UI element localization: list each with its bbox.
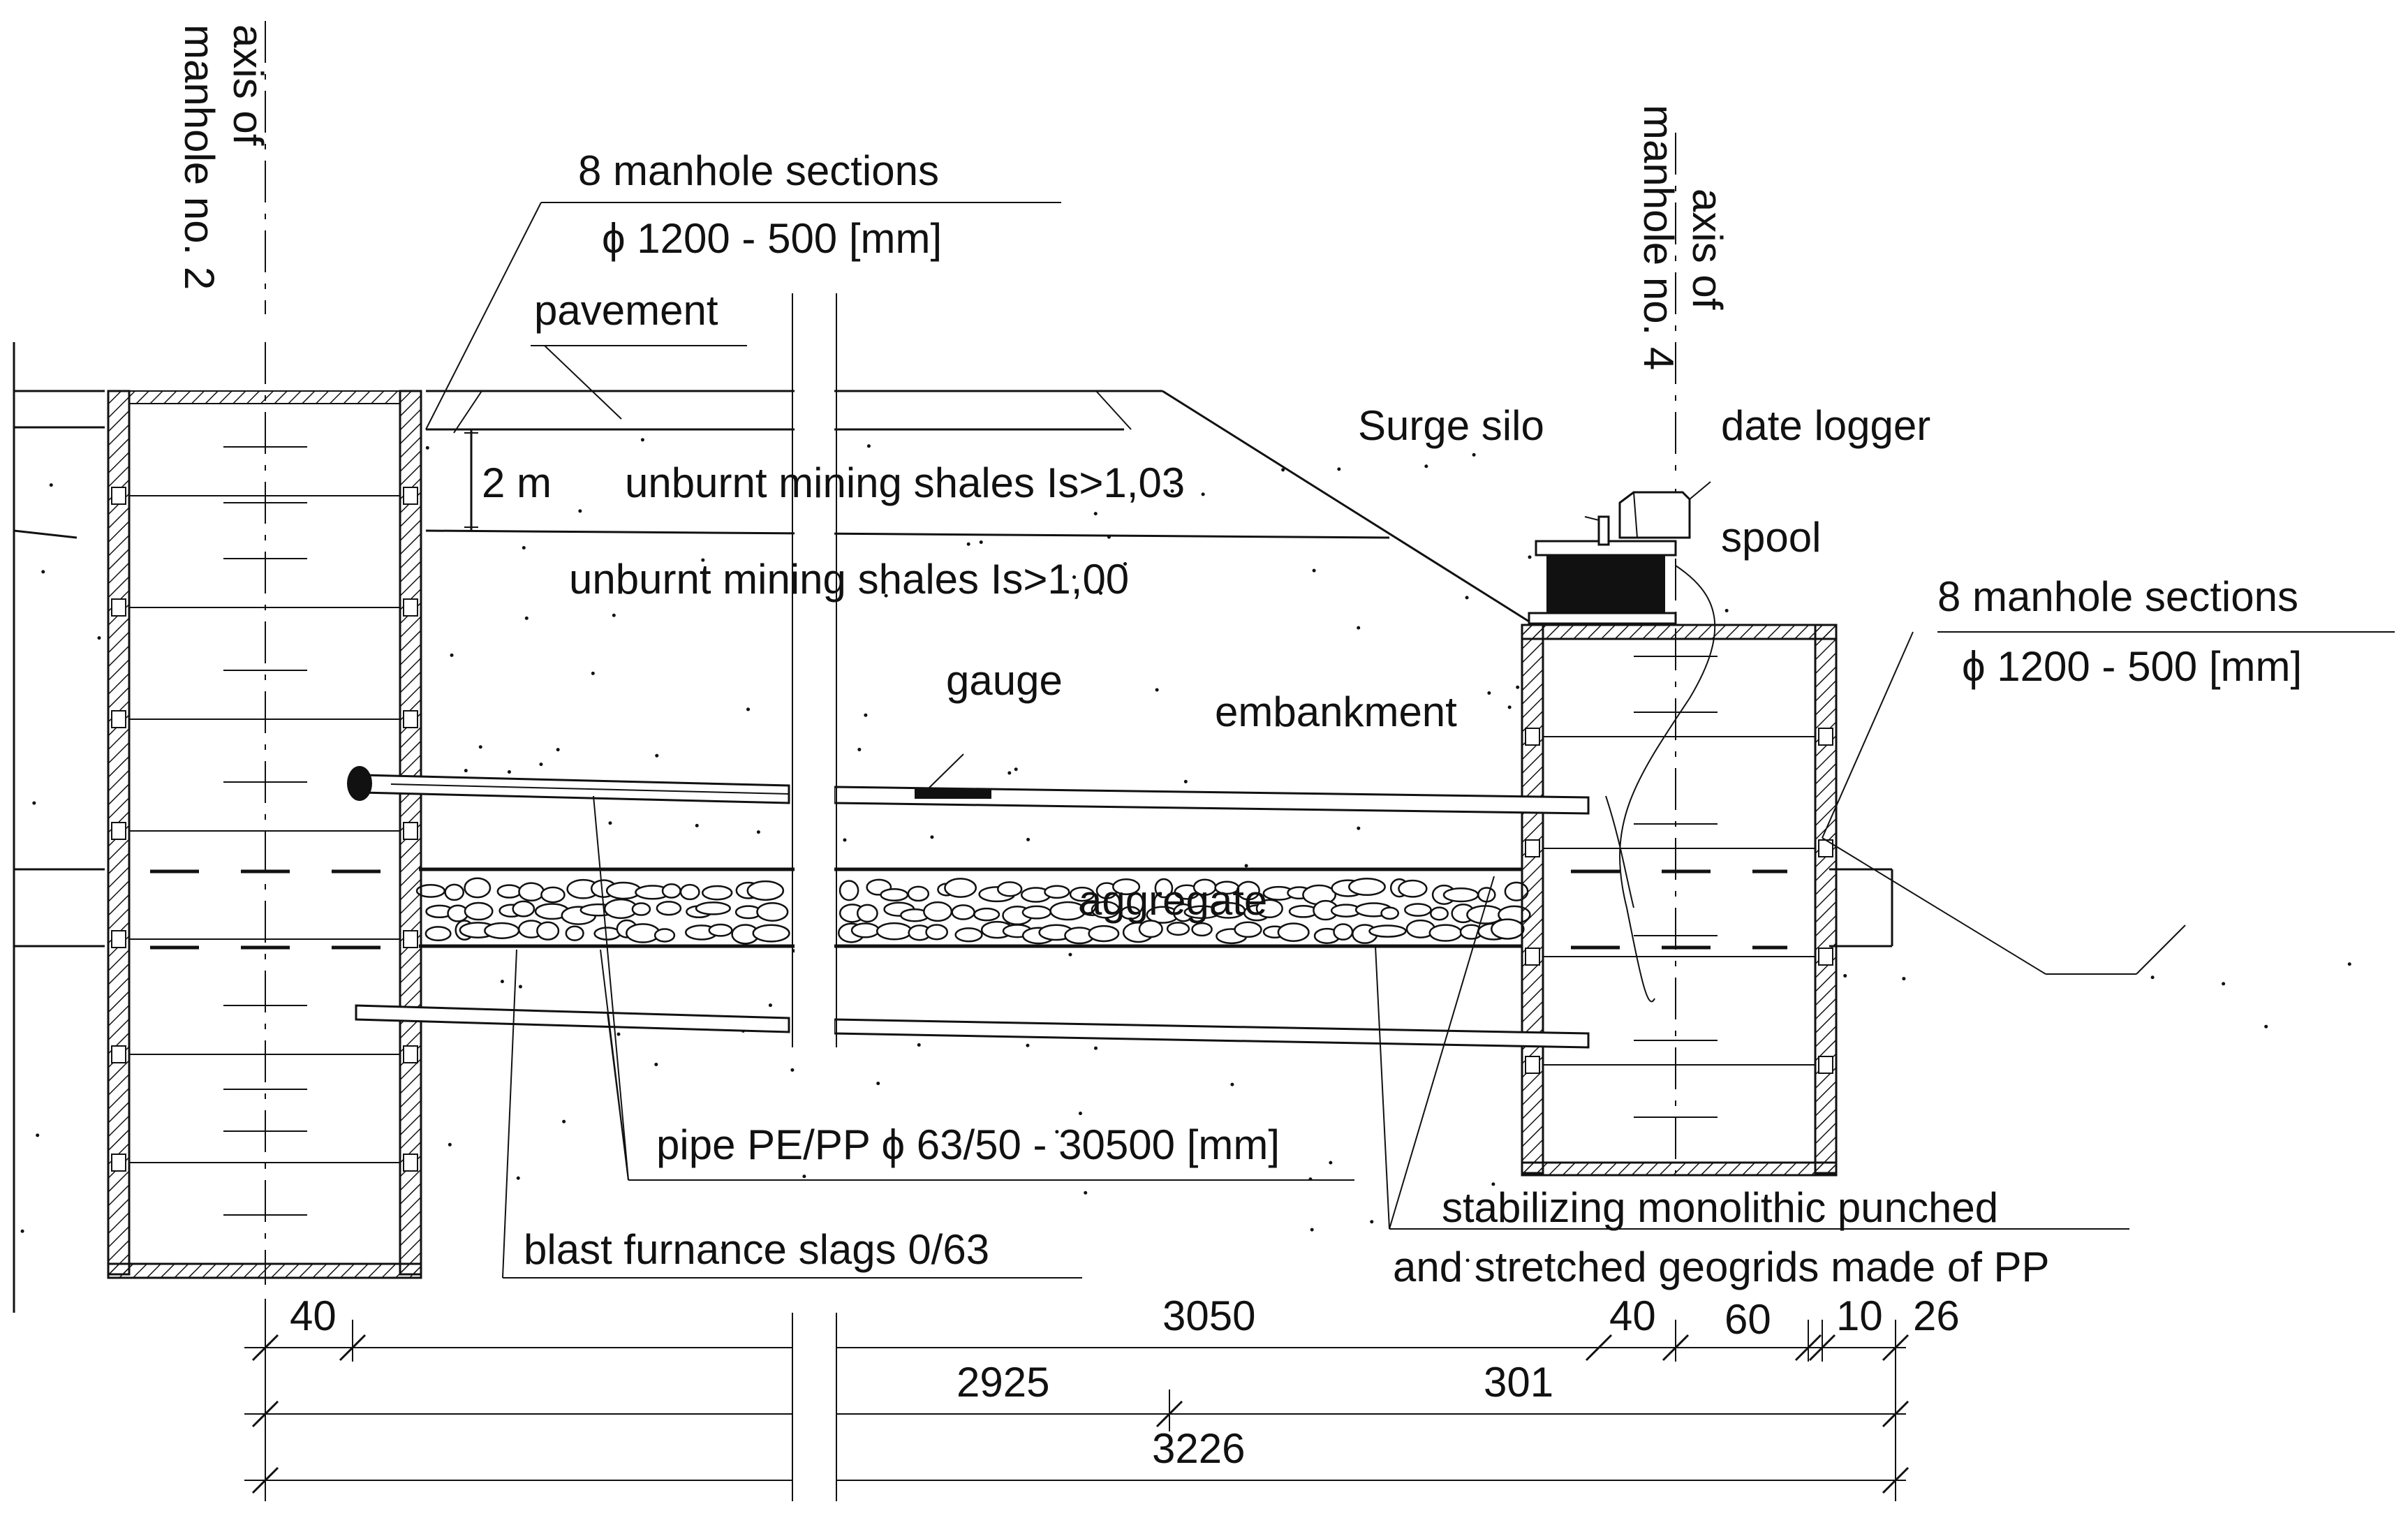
- spool-icon: [1546, 552, 1665, 614]
- pipe-lower: [355, 1004, 1590, 1049]
- aggregate-layer: [415, 867, 1531, 948]
- surge-silo-label: Surge silo: [1358, 402, 1544, 449]
- axis-label-left: axis of manhole no. 2: [176, 24, 272, 290]
- sections-left-line1: 8 manhole sections: [578, 147, 939, 194]
- pipe-axis: [150, 869, 1787, 950]
- shales-bottom-label: unburnt mining shales Is>1,00: [569, 556, 1129, 603]
- break-lines: [792, 293, 837, 1501]
- dim-26: 26: [1913, 1292, 1960, 1339]
- pipe-upper: [347, 766, 1590, 815]
- data-logger-icon: [1618, 491, 1691, 539]
- sections-right-line1: 8 manhole sections: [1937, 573, 2298, 620]
- dim-60: 60: [1724, 1296, 1771, 1343]
- dim-10: 10: [1836, 1292, 1883, 1339]
- manhole-right: [1521, 624, 1838, 1177]
- slags-label: blast furnance slags 0/63: [524, 1226, 989, 1273]
- sections-right-line2: ϕ 1200 - 500 [mm]: [1962, 643, 2302, 690]
- aggregate-label: aggregate: [1079, 877, 1267, 924]
- dim-301: 301: [1484, 1359, 1553, 1406]
- axis-right-line2: manhole no. 4: [1635, 105, 1682, 370]
- dimension-lines: [244, 1299, 1910, 1501]
- gauge-label: gauge: [946, 657, 1063, 704]
- data-logger-label: date logger: [1721, 402, 1930, 449]
- dim-40-right: 40: [1609, 1292, 1656, 1339]
- pavement-label: pavement: [534, 287, 718, 334]
- axis-right-line1: axis of: [1684, 189, 1731, 310]
- manhole-left: [107, 390, 422, 1279]
- leader-lines: [425, 202, 2186, 1278]
- dim-2925: 2925: [956, 1359, 1049, 1406]
- sections-left-line2: ϕ 1200 - 500 [mm]: [602, 215, 942, 262]
- surge-silo-icon: [1597, 515, 1610, 546]
- depth-label: 2 m: [482, 459, 552, 506]
- axis-left-line1: axis of: [225, 24, 272, 146]
- geogrid-line1: stabilizing monolithic punched: [1442, 1184, 1998, 1231]
- shales-top-label: unburnt mining shales Is>1,03: [625, 459, 1185, 506]
- equipment: [1528, 491, 1716, 1003]
- dim-3226: 3226: [1152, 1425, 1245, 1472]
- axis-label-right: axis of manhole no. 4: [1635, 105, 1731, 370]
- pipe-label: pipe PE/PP ϕ 63/50 - 30500 [mm]: [656, 1121, 1280, 1168]
- dim-3050: 3050: [1162, 1292, 1255, 1339]
- ground-outline: [13, 342, 2395, 1313]
- embankment-label: embankment: [1215, 688, 1457, 735]
- axis-left-line2: manhole no. 2: [176, 24, 223, 290]
- dim-40-left: 40: [290, 1292, 337, 1339]
- spool-label: spool: [1721, 514, 1821, 561]
- geogrid-line2: and stretched geogrids made of PP: [1393, 1244, 2050, 1290]
- axis-lines: [265, 21, 1676, 1285]
